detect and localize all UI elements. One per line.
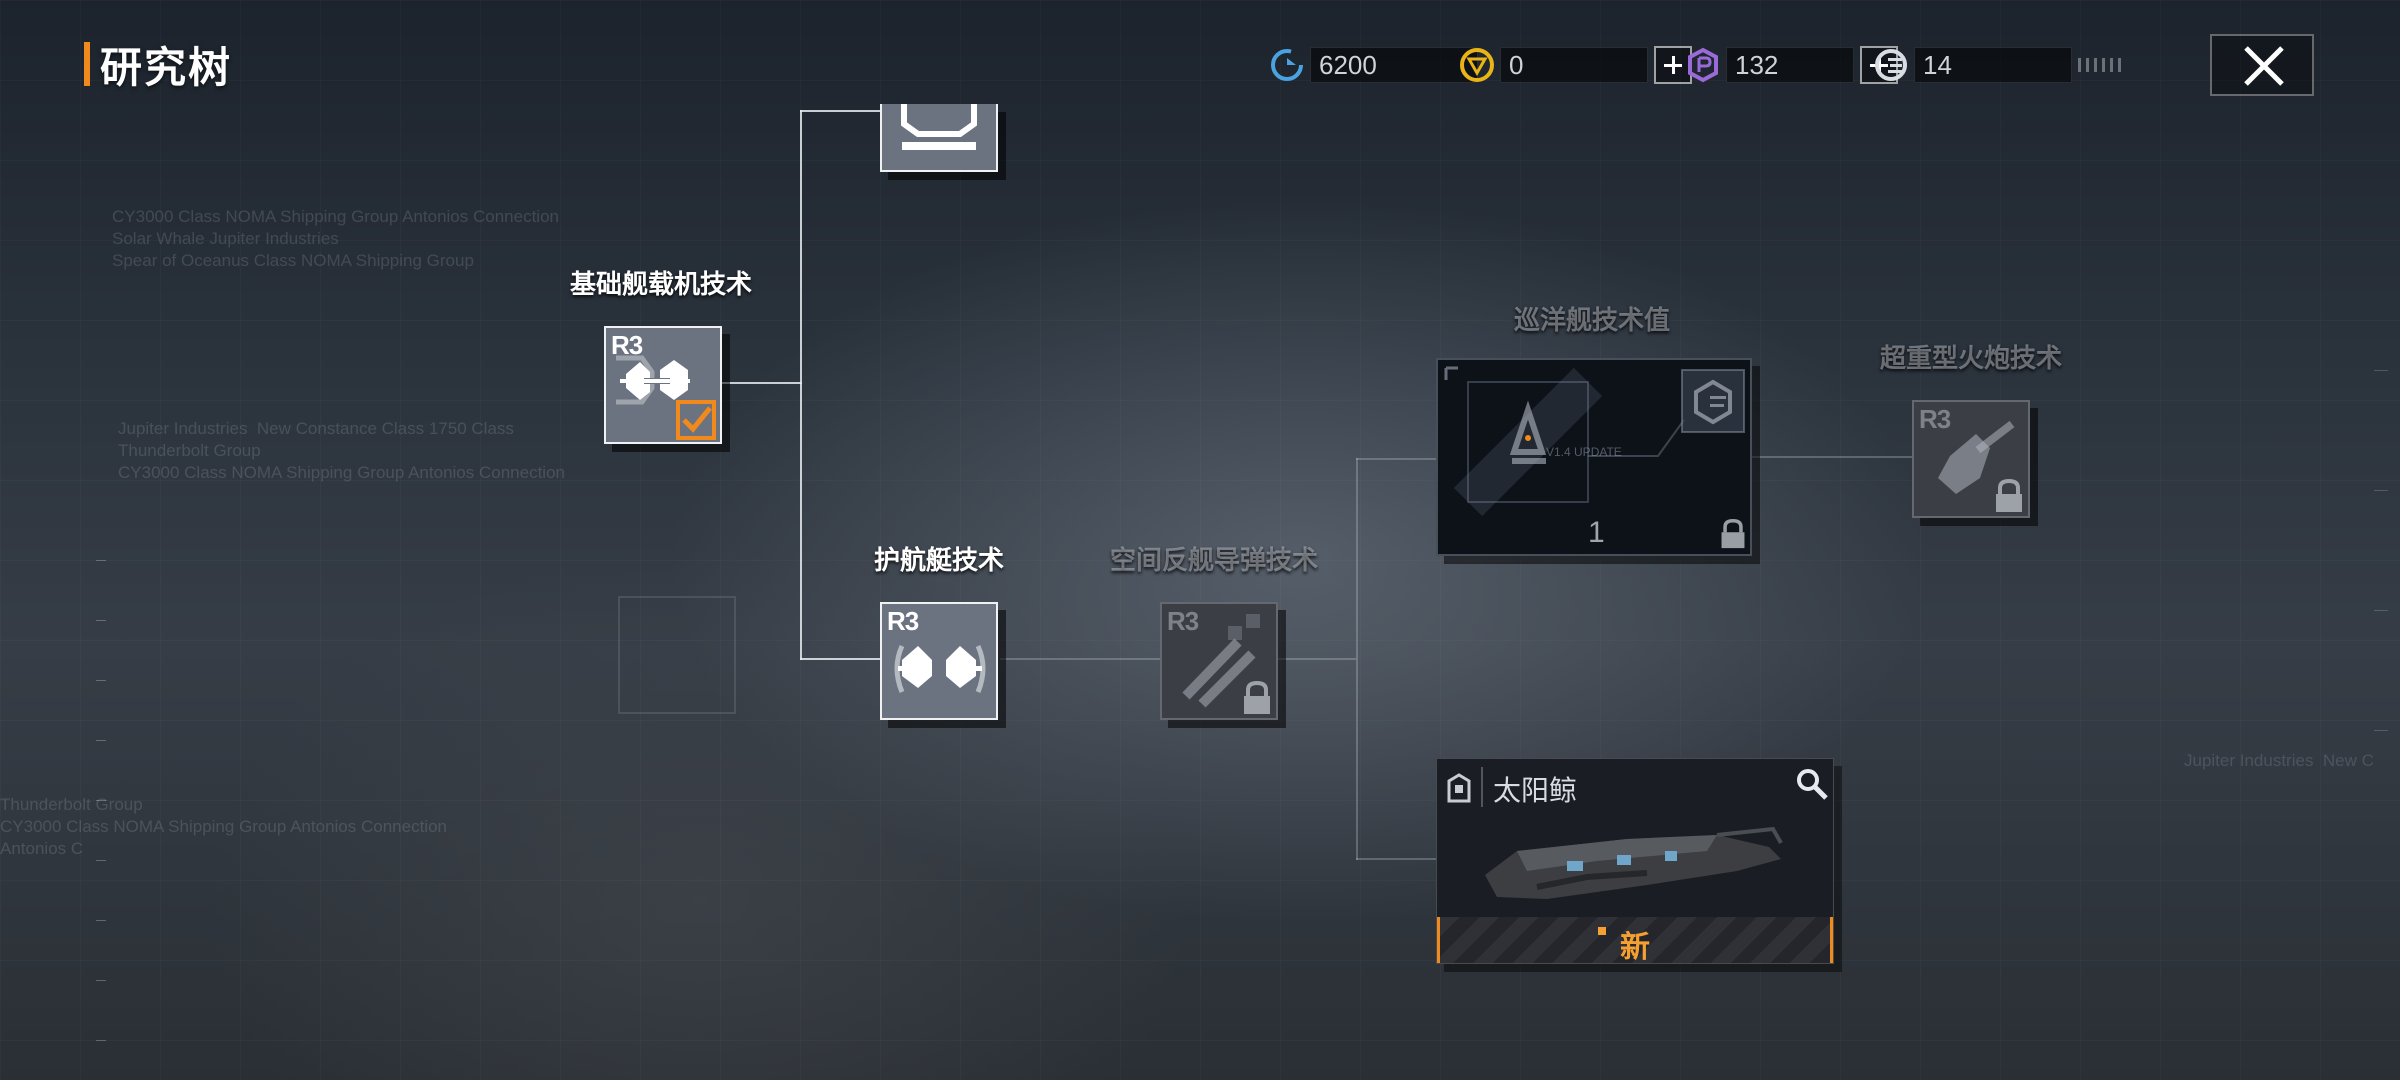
ruler-tick bbox=[96, 860, 106, 861]
search-icon[interactable] bbox=[1795, 767, 1829, 801]
ship-class-icon bbox=[1447, 773, 1471, 803]
credits-value: 6200 bbox=[1310, 47, 1478, 83]
node-label-anti-ship-missile: 空间反舰导弹技术 bbox=[1110, 546, 1319, 576]
purple-p-coin-icon bbox=[1688, 47, 1718, 83]
ruler-tick bbox=[96, 620, 106, 621]
lock-icon bbox=[1996, 478, 2022, 512]
node-label-basic-carrier: 基础舰载机技术 bbox=[570, 270, 753, 300]
cruiser-upgrade-icon: V1.4 UPDATE bbox=[1444, 366, 1745, 517]
lock-icon bbox=[1721, 518, 1745, 549]
tech-node-offscreen[interactable] bbox=[880, 104, 998, 172]
divider bbox=[1481, 767, 1483, 807]
close-button[interactable] bbox=[2210, 34, 2314, 96]
ruler-tick bbox=[96, 740, 106, 741]
tree-connector bbox=[800, 110, 880, 112]
tree-connector bbox=[800, 110, 802, 660]
svg-text:V1.4 UPDATE: V1.4 UPDATE bbox=[1546, 445, 1622, 459]
page-title-area: 研究树 bbox=[84, 40, 232, 92]
background-text: Thunderbolt Group CY3000 Class NOMA Ship… bbox=[0, 795, 447, 858]
tier-badge: R3 bbox=[1167, 606, 1199, 636]
aircraft-pair-icon bbox=[616, 355, 690, 405]
gold-value: 0 bbox=[1500, 47, 1648, 83]
tech-node-anti-ship-missile[interactable]: R3 bbox=[1160, 602, 1278, 720]
tree-connector bbox=[1356, 858, 1436, 860]
page-title: 研究树 bbox=[100, 42, 233, 92]
tech-chip-icon bbox=[1875, 49, 1907, 81]
tree-connector bbox=[1278, 658, 1356, 660]
new-indicator-dot bbox=[1598, 927, 1606, 935]
ship-name: 太阳鲸 bbox=[1493, 774, 1578, 807]
currency-credits: 6200 bbox=[1268, 46, 1478, 84]
tech-node-escort[interactable]: R3 bbox=[880, 602, 998, 720]
background-text: Jupiter Industries New C bbox=[2184, 751, 2374, 770]
close-icon bbox=[2244, 46, 2284, 86]
refresh-credit-icon bbox=[1271, 49, 1303, 81]
ruler-tick bbox=[96, 920, 106, 921]
currency-tech: 14 bbox=[1872, 46, 2130, 84]
ruler-tick bbox=[2374, 610, 2388, 611]
ruler-tick bbox=[96, 560, 106, 561]
new-badge-bar: 新 bbox=[1437, 917, 1833, 965]
currency-premium: 132 bbox=[1684, 46, 1898, 84]
node-label-escort: 护航艇技术 bbox=[874, 546, 1005, 576]
missile-icon bbox=[1182, 614, 1260, 708]
lock-icon bbox=[1244, 680, 1270, 714]
tree-connector bbox=[722, 382, 802, 384]
tech-value: 14 bbox=[1914, 47, 2072, 83]
node-label-cruiser-tech: 巡洋舰技术值 bbox=[1514, 306, 1671, 336]
ruler-tick bbox=[96, 980, 106, 981]
escort-pair-icon bbox=[894, 644, 986, 693]
background-text: Jupiter Industries New Constance Class 1… bbox=[118, 419, 565, 482]
gold-v-coin-icon bbox=[1460, 48, 1494, 82]
tree-connector bbox=[1356, 458, 1358, 860]
ruler-tick bbox=[2374, 490, 2388, 491]
tree-connector bbox=[800, 658, 882, 660]
cannon-icon bbox=[1938, 420, 2015, 494]
researched-check-icon bbox=[676, 400, 716, 440]
tree-connector bbox=[1752, 456, 1914, 458]
ruler-tick bbox=[96, 680, 106, 681]
tech-node-cruiser-tech[interactable]: V1.4 UPDATE 1 bbox=[1436, 358, 1752, 556]
ruler-tick bbox=[96, 1040, 106, 1041]
tech-node-basic-carrier[interactable]: R3 bbox=[604, 326, 722, 444]
background-text: CY3000 Class NOMA Shipping Group Antonio… bbox=[112, 207, 559, 270]
cruiser-tech-count: 1 bbox=[1588, 516, 1605, 549]
tree-connector bbox=[1356, 458, 1436, 460]
ship-card-solar-whale[interactable]: 太阳鲸 新 bbox=[1436, 758, 1834, 965]
tier-badge: R3 bbox=[1919, 404, 1951, 434]
tier-badge: R3 bbox=[887, 606, 919, 636]
tech-overflow-indicator bbox=[2078, 58, 2121, 72]
ruler-tick bbox=[2374, 370, 2388, 371]
node-label-super-heavy-cannon: 超重型火炮技术 bbox=[1880, 344, 2063, 374]
currency-gold: 0 bbox=[1458, 46, 1692, 84]
add-gold-button[interactable] bbox=[1654, 46, 1692, 84]
new-badge: 新 bbox=[1620, 930, 1650, 965]
ship-model-image bbox=[1485, 826, 1783, 899]
title-accent-bar bbox=[84, 42, 90, 86]
tree-connector bbox=[1000, 658, 1160, 660]
empty-slot bbox=[618, 596, 736, 714]
ruler-tick bbox=[2374, 730, 2388, 731]
tech-node-super-heavy-cannon[interactable]: R3 bbox=[1912, 400, 2030, 518]
premium-value: 132 bbox=[1726, 47, 1854, 83]
tier-badge: R3 bbox=[611, 330, 643, 360]
hangar-icon bbox=[901, 104, 977, 150]
ruler-tick bbox=[96, 800, 106, 801]
